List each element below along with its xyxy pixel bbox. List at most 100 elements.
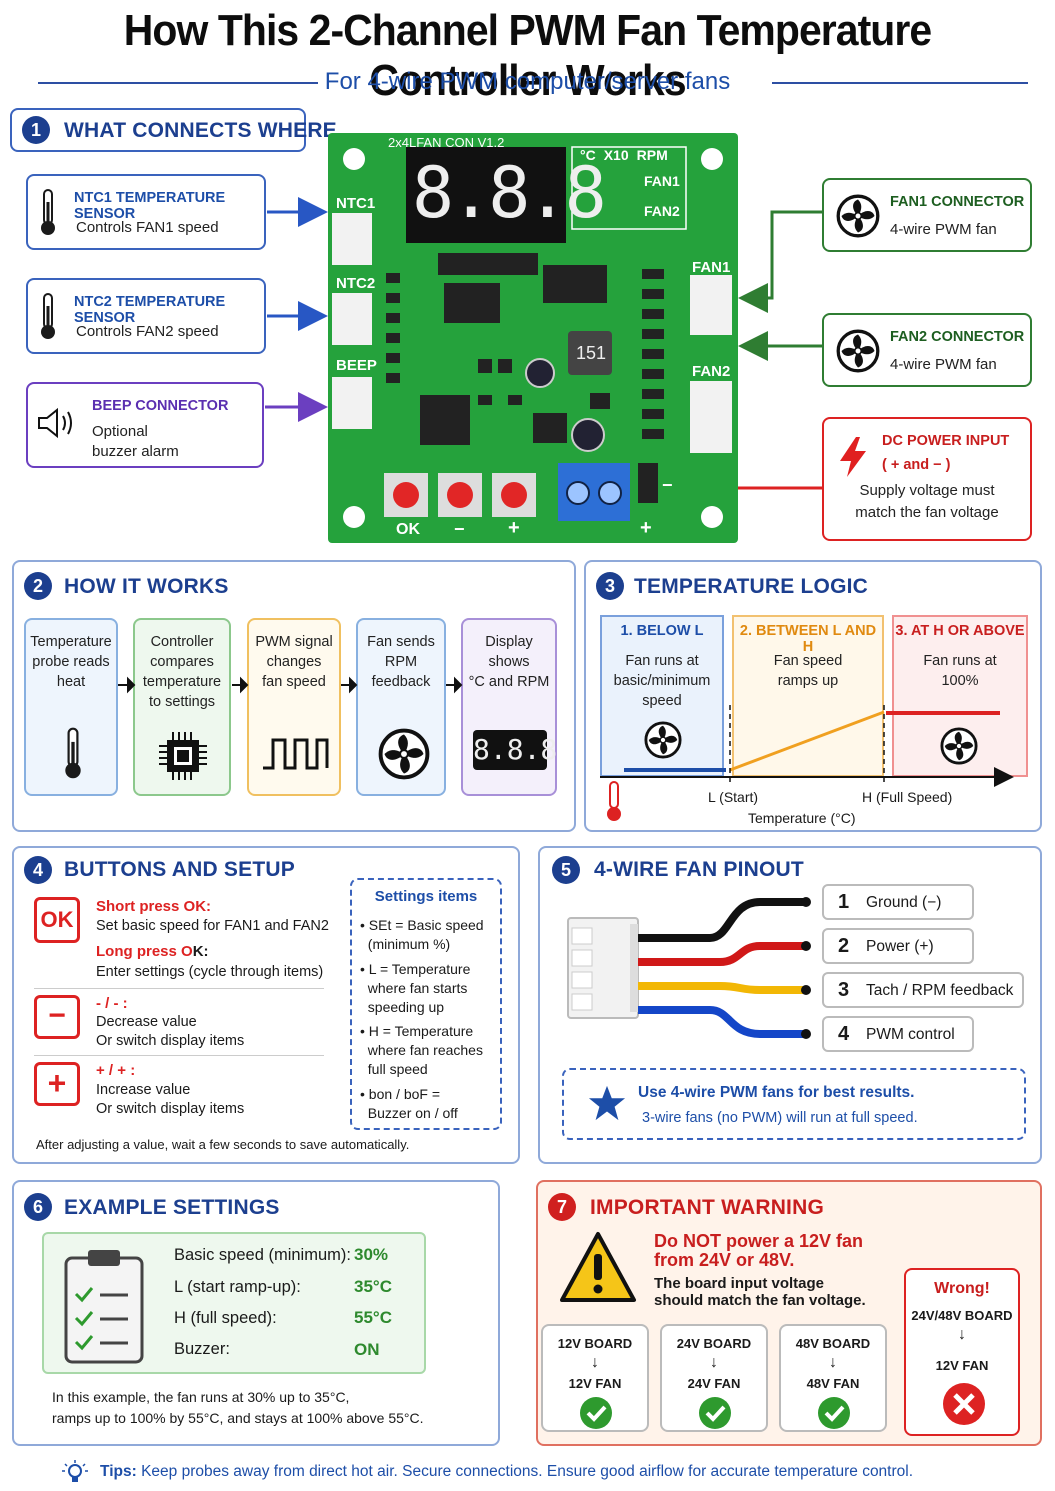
thermometer-icon (607, 781, 621, 821)
settings-item: • SEt = Basic speed (minimum %) (360, 917, 484, 952)
power-title: DC POWER INPUT (882, 433, 1010, 449)
x-label-start: L (Start) (708, 789, 759, 805)
ok-combo-24v: 24V BOARD↓24V FAN (660, 1324, 768, 1432)
long-press-title: Long press OK: (96, 943, 209, 960)
pwm-note-desc: 3-wire fans (no PWM) will run at full sp… (642, 1110, 918, 1126)
save-note: After adjusting a value, wait a few seco… (36, 1137, 410, 1152)
section-6-title: EXAMPLE SETTINGS (64, 1196, 280, 1219)
lightning-icon (840, 437, 866, 477)
settings-item: • H = Temperature where fan reaches full… (360, 1023, 483, 1077)
ok-combo-12v: 12V BOARD↓12V FAN (541, 1324, 649, 1432)
ok-combo-48v: 48V BOARD↓48V FAN (779, 1324, 887, 1432)
inductor-label: 151 (576, 343, 607, 363)
pwm-wave-icon (263, 738, 329, 770)
beep-connector-card: BEEP CONNECTOR Optional buzzer alarm (26, 382, 264, 468)
fan1-connector-card: FAN1 CONNECTOR 4-wire PWM fan (822, 178, 1032, 252)
label-plus-button: + (508, 517, 520, 539)
fan2-title: FAN2 CONNECTOR (890, 329, 1025, 345)
plus-title: + / + : (96, 1062, 136, 1079)
pwm-note-title: Use 4-wire PWM fans for best results. (638, 1084, 915, 1101)
setting-value-basic-speed: 30% (354, 1245, 389, 1264)
section-7-number: 7 (548, 1193, 576, 1221)
lightbulb-icon (62, 1460, 88, 1482)
label-ok-button: OK (396, 521, 420, 538)
divider (34, 1055, 324, 1056)
warning-icon (560, 1232, 636, 1302)
fan2-connector-card: FAN2 CONNECTOR 4-wire PWM fan (822, 313, 1032, 387)
ntc2-desc: Controls FAN2 speed (76, 323, 219, 340)
minus-desc-1: Decrease value (96, 1014, 197, 1030)
unit-celsius: °C (580, 147, 596, 163)
short-press-desc: Set basic speed for FAN1 and FAN2 (96, 918, 329, 934)
wrong-board: 24V/48V BOARD (911, 1308, 1013, 1323)
board-label: 2x4LFAN CON V1.2 (388, 135, 505, 150)
power-desc-1: Supply voltage must (859, 482, 995, 499)
page-title: How This 2-Channel PWM Fan Temperature C… (123, 6, 932, 105)
setting-value-buzzer: ON (354, 1340, 380, 1359)
board-display: 8.8.8 (412, 152, 607, 234)
thermometer-icon (62, 726, 84, 782)
board-artwork (332, 146, 732, 528)
section-6-number: 6 (24, 1193, 52, 1221)
ntc1-title: NTC1 TEMPERATURE SENSOR (74, 190, 226, 222)
check-icon (818, 1397, 850, 1429)
chip-icon (159, 732, 207, 780)
wrong-combo: Wrong! 24V/48V BOARD ↓ 12V FAN (904, 1268, 1020, 1436)
temperature-curve (600, 705, 1014, 821)
controller-board: 2x4LFAN CON V1.2 8.8.8 °C X10 RPM FAN1 F… (328, 133, 738, 543)
ntc1-desc: Controls FAN1 speed (76, 219, 219, 236)
minus-desc-2: Or switch display items (96, 1033, 245, 1049)
beep-title: BEEP CONNECTOR (92, 398, 229, 414)
long-press-title-b: K: (192, 943, 209, 960)
power-desc-2: match the fan voltage (855, 504, 999, 521)
label-ntc2: NTC2 (336, 275, 376, 292)
section-3-number: 3 (596, 572, 624, 600)
arrow-down-icon: ↓ (958, 1326, 966, 1343)
example-note-1: In this example, the fan runs at 30% up … (52, 1389, 350, 1405)
display-icon: 8.8.8 (473, 730, 557, 770)
subtitle-rule-left (38, 82, 318, 84)
section-4-title: BUTTONS AND SETUP (64, 858, 295, 881)
unit-rpm: RPM (636, 147, 668, 163)
section-7-title: IMPORTANT WARNING (590, 1196, 824, 1219)
led-fan2: FAN2 (644, 203, 680, 219)
section-4-number: 4 (24, 856, 52, 884)
setting-value-h: 55°C (354, 1308, 392, 1327)
section-1-number: 1 (22, 116, 50, 144)
plus-desc-2: Or switch display items (96, 1101, 245, 1117)
power-sub: ( + and − ) (882, 457, 951, 473)
section-4-panel (12, 846, 520, 1164)
minus-title: - / - : (96, 995, 128, 1012)
fan1-desc: 4-wire PWM fan (890, 221, 997, 238)
clipboard-icon (64, 1250, 144, 1364)
example-settings-box (42, 1232, 426, 1374)
unit-x10: X10 (603, 147, 629, 163)
flow-arrows (118, 676, 463, 694)
label-vminus: − (662, 475, 673, 495)
settings-item: • bon / boF = Buzzer on / off (360, 1086, 458, 1121)
setting-key-h: H (full speed): (174, 1309, 277, 1327)
beep-desc-1: Optional (92, 423, 148, 440)
short-press-title: Short press OK: (96, 898, 212, 915)
beep-desc-2: buzzer alarm (92, 443, 179, 460)
fan2-desc: 4-wire PWM fan (890, 356, 997, 373)
subtitle-rule-right (772, 82, 1028, 84)
section-2-number: 2 (24, 572, 52, 600)
fan-icon (378, 728, 430, 780)
led-fan1: FAN1 (644, 173, 680, 189)
long-press-title-a: Long press O (96, 943, 193, 960)
tips-label: Tips: (100, 1463, 137, 1480)
cross-icon (943, 1383, 985, 1425)
plus-desc-1: Increase value (96, 1082, 191, 1098)
label-fan1: FAN1 (692, 259, 731, 276)
dc-power-input-card: DC POWER INPUT ( + and − ) Supply voltag… (822, 417, 1032, 541)
